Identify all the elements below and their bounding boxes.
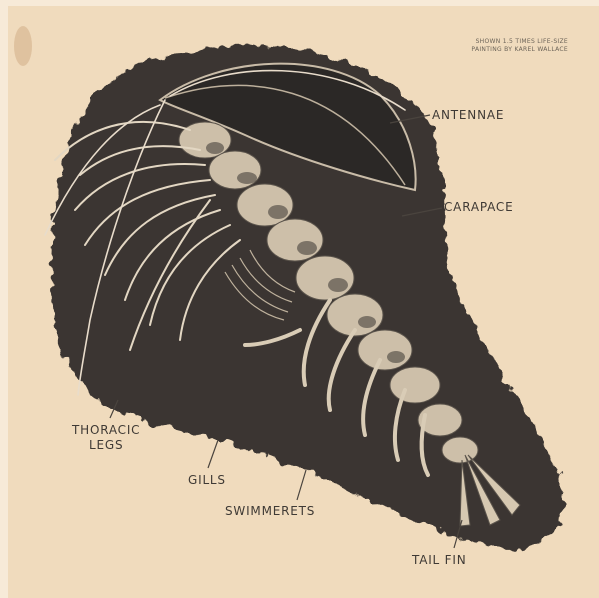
label-gills: GILLS <box>188 473 226 487</box>
label-swimmerets: SWIMMERETS <box>225 504 315 518</box>
label-carapace: CARAPACE <box>444 200 513 214</box>
label-thoracic-legs: THORACIC LEGS <box>72 423 140 453</box>
credit-line: PAINTING BY KAREL WALLACE <box>418 46 568 54</box>
label-thoracic-legs-line: THORACIC <box>72 423 140 438</box>
label-tail-fin: TAIL FIN <box>412 553 466 567</box>
credit-line: SHOWN 1.5 TIMES LIFE-SIZE <box>418 38 568 46</box>
label-thoracic-legs-line: LEGS <box>72 438 140 453</box>
illustration-credit: SHOWN 1.5 TIMES LIFE-SIZE PAINTING BY KA… <box>418 38 568 54</box>
label-antennae: ANTENNAE <box>432 108 504 122</box>
